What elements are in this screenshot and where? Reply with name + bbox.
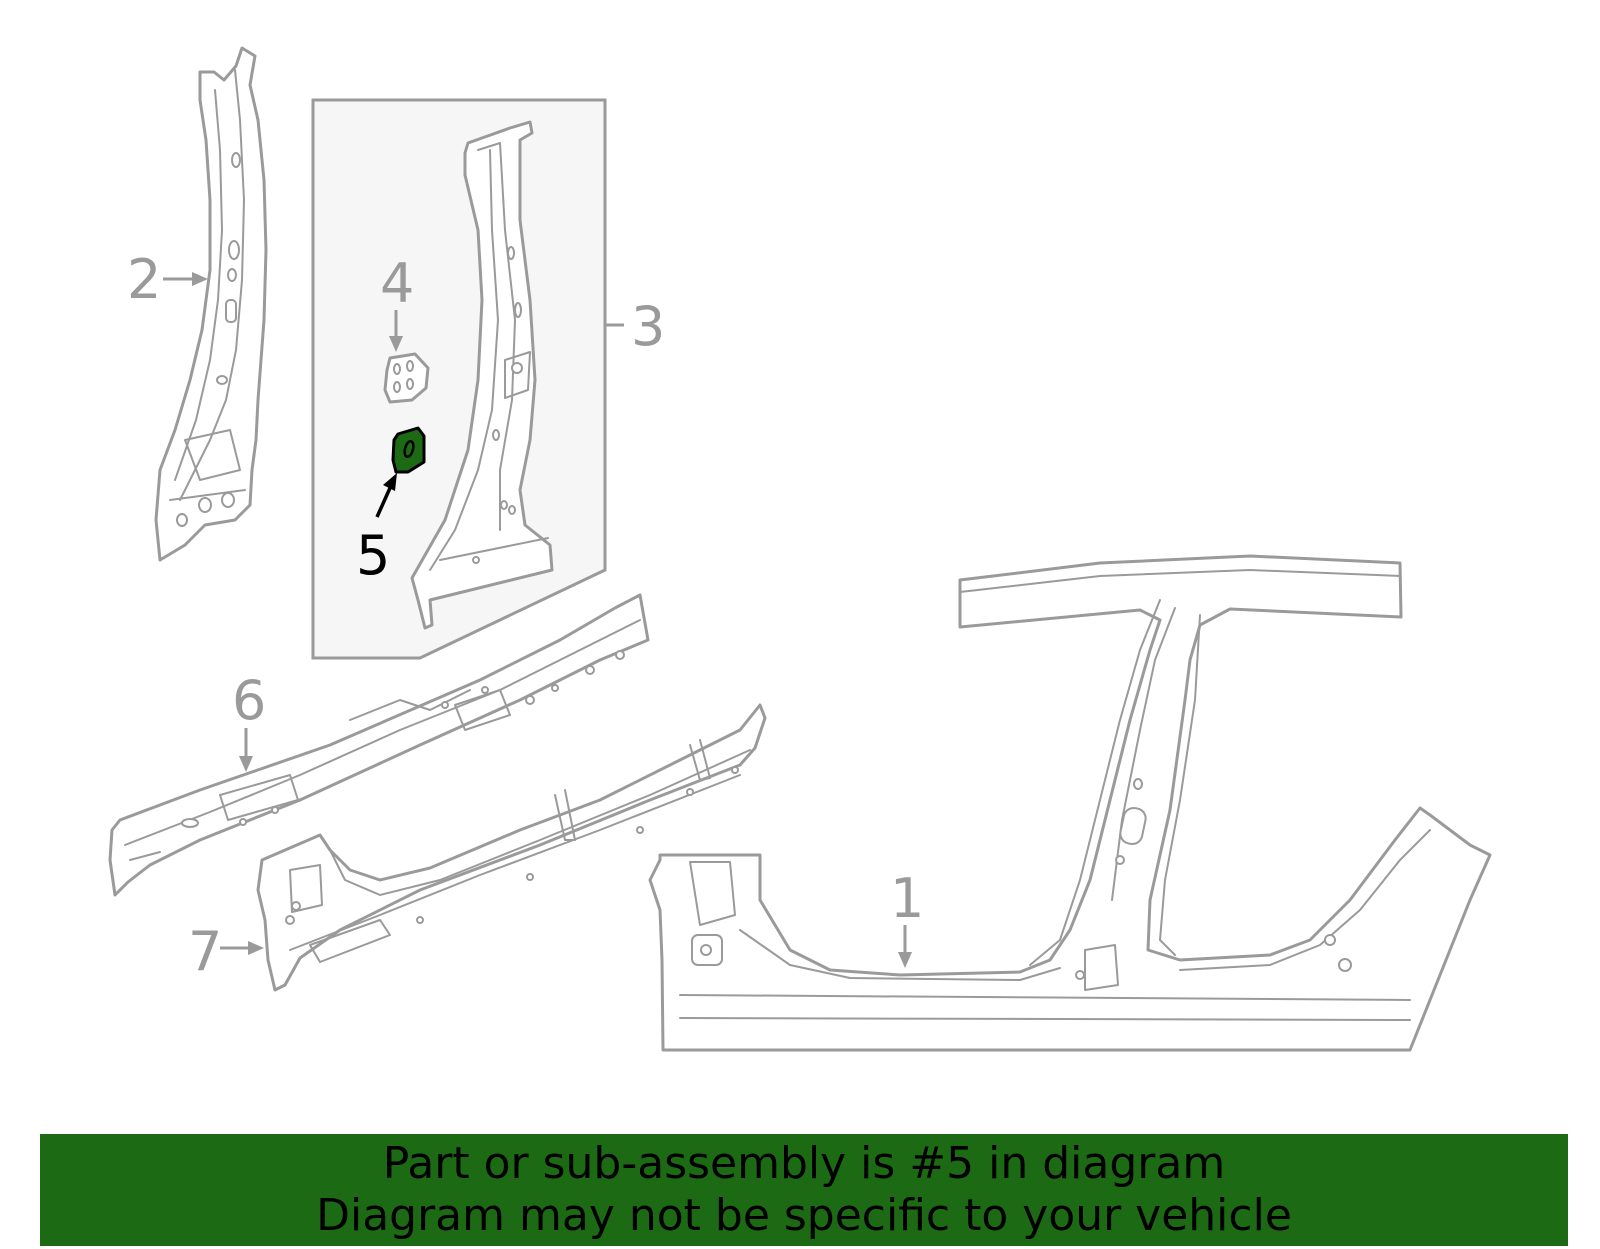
- callout-5: 5: [356, 524, 390, 587]
- part-4-reinforcement[interactable]: [383, 352, 430, 404]
- banner-line-2: Diagram may not be specific to your vehi…: [316, 1190, 1292, 1241]
- callout-4: 4: [380, 252, 414, 315]
- callout-1: 1: [890, 867, 924, 930]
- part-7-rocker-inner[interactable]: [256, 703, 767, 992]
- banner-line-1: Part or sub-assembly is #5 in diagram: [382, 1138, 1226, 1189]
- callout-3: 3: [631, 295, 665, 358]
- part-6-rocker-reinforcement[interactable]: [108, 593, 650, 897]
- callout-7: 7: [188, 920, 222, 983]
- part-3-center-pillar[interactable]: [410, 120, 554, 630]
- part-5-highlighted[interactable]: [391, 426, 426, 474]
- callout-2: 2: [127, 248, 161, 311]
- part-1-body-side-aperture[interactable]: [648, 554, 1492, 1052]
- info-banner: Part or sub-assembly is #5 in diagram Di…: [40, 1134, 1568, 1246]
- leader-lines: [163, 272, 912, 968]
- subassembly-box: [311, 98, 607, 660]
- part-2-front-pillar[interactable]: [154, 46, 268, 562]
- callout-6: 6: [232, 669, 266, 732]
